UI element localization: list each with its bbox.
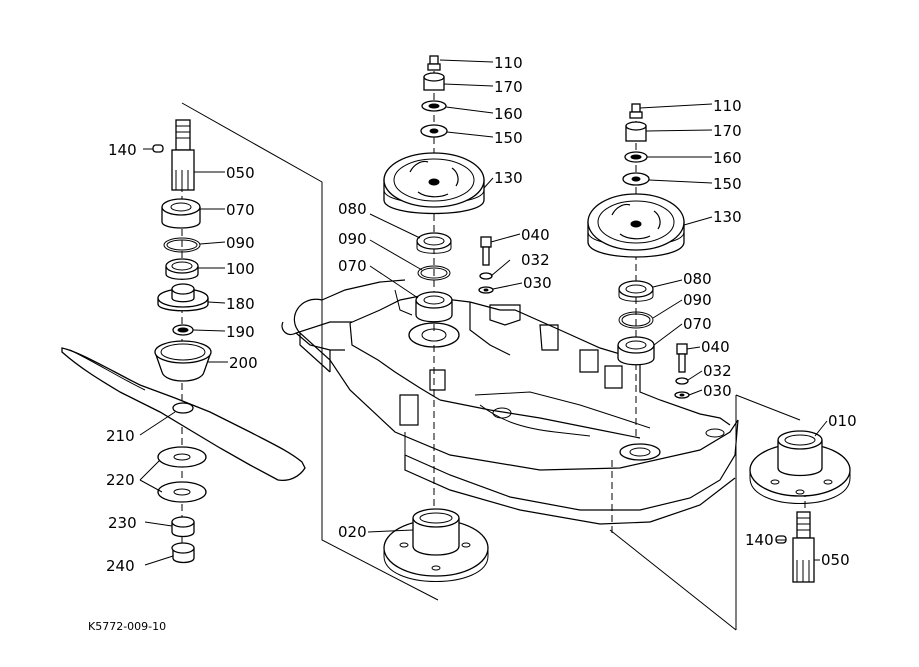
callout-140-left: 140 <box>108 141 137 159</box>
right-spindle-shaft <box>775 511 815 583</box>
callout-140-right: 140 <box>745 531 774 549</box>
callout-032-right: 032 <box>703 362 732 380</box>
right-bolt-set <box>674 343 690 399</box>
mower-deck <box>281 279 739 525</box>
callout-090-left: 090 <box>226 234 255 252</box>
callout-200: 200 <box>229 354 258 372</box>
callout-080-right: 080 <box>683 270 712 288</box>
callout-130-right: 130 <box>713 208 742 226</box>
left-spindle-stack <box>61 119 306 564</box>
callout-leaders <box>139 59 828 566</box>
callout-050-right: 050 <box>821 551 850 569</box>
callout-230: 230 <box>108 514 137 532</box>
callout-210: 210 <box>106 427 135 445</box>
callout-080-center: 080 <box>338 200 367 218</box>
callout-090-right: 090 <box>683 291 712 309</box>
callout-050-left: 050 <box>226 164 255 182</box>
center-bolt-set <box>478 236 494 294</box>
callout-240: 240 <box>106 557 135 575</box>
callout-220: 220 <box>106 471 135 489</box>
callout-040-center: 040 <box>521 226 550 244</box>
callout-030-right: 030 <box>703 382 732 400</box>
callout-020: 020 <box>338 523 367 541</box>
callout-030-center: 030 <box>523 274 552 292</box>
callout-090-center: 090 <box>338 230 367 248</box>
callout-190: 190 <box>226 323 255 341</box>
center-pulley-stack <box>383 55 485 323</box>
callout-110-center: 110 <box>494 54 523 72</box>
callout-010: 010 <box>828 412 857 430</box>
callout-040-right: 040 <box>701 338 730 356</box>
callout-110-right: 110 <box>713 97 742 115</box>
callout-070-center: 070 <box>338 257 367 275</box>
callout-100: 100 <box>226 260 255 278</box>
callout-160-right: 160 <box>713 149 742 167</box>
callout-labels: 110 170 160 150 130 080 090 070 040 032 … <box>88 54 857 633</box>
drawing-code: K5772-009-10 <box>88 620 166 633</box>
callout-070-right: 070 <box>683 315 712 333</box>
callout-170-center: 170 <box>494 78 523 96</box>
right-pulley-stack <box>587 103 685 366</box>
callout-180: 180 <box>226 295 255 313</box>
callout-170-right: 170 <box>713 122 742 140</box>
callout-150-center: 150 <box>494 129 523 147</box>
callout-150-right: 150 <box>713 175 742 193</box>
callout-070-left: 070 <box>226 201 255 219</box>
callout-130-center: 130 <box>494 169 523 187</box>
callout-032-center: 032 <box>521 251 550 269</box>
spindle-housing-020 <box>383 508 489 582</box>
callout-160-center: 160 <box>494 105 523 123</box>
spindle-housing-010 <box>749 430 851 504</box>
